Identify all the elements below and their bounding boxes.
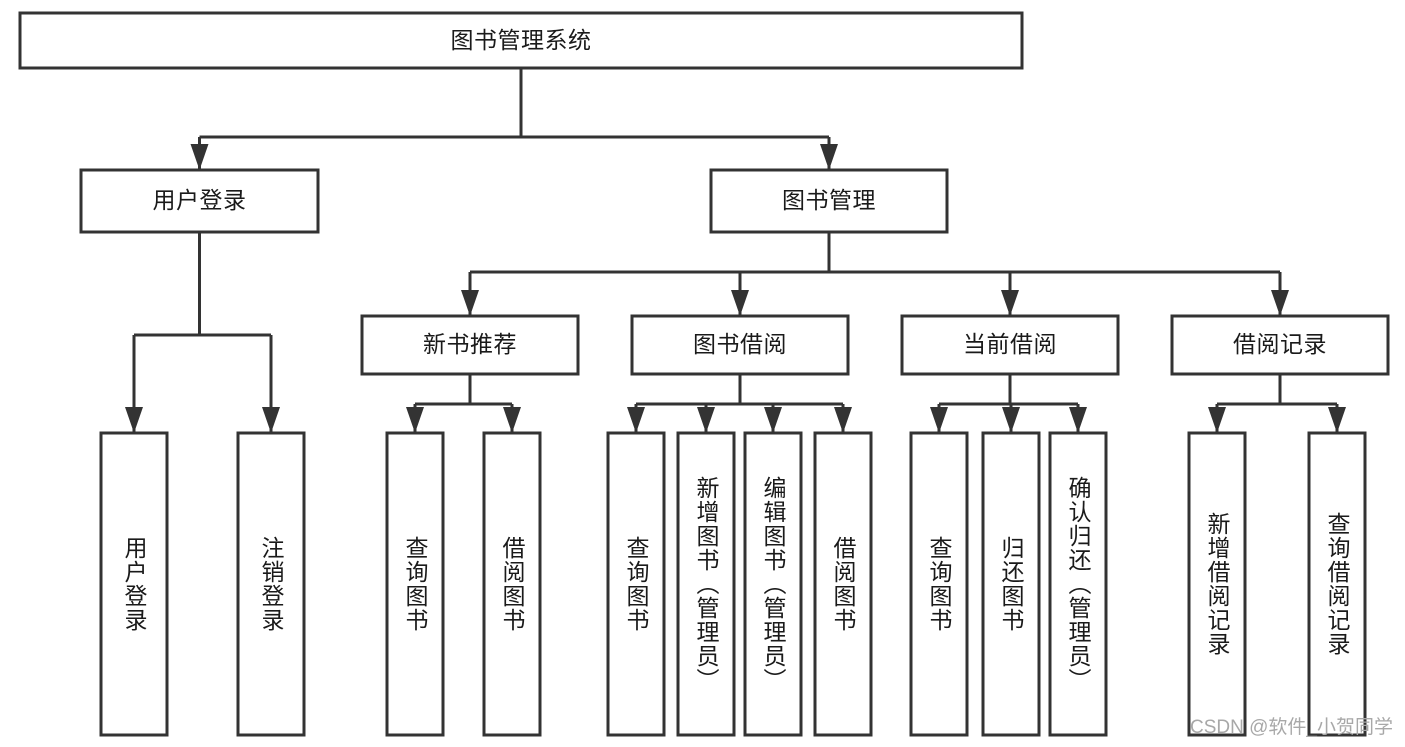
arrow-head-icon — [190, 144, 209, 170]
node-box-root[interactable] — [18, 11, 1024, 70]
arrow-head-icon — [1271, 290, 1289, 316]
arrow-head-icon — [1002, 407, 1020, 433]
arrow-head-icon — [1001, 290, 1019, 316]
arrow-head-icon — [1208, 407, 1226, 433]
arrow-head-icon — [1069, 407, 1087, 433]
arrow-head-icon — [503, 407, 521, 433]
node-box-leaf-11[interactable] — [1187, 431, 1247, 737]
node-box-leaf-2[interactable] — [385, 431, 445, 737]
node-box-leaf-6[interactable] — [743, 431, 803, 737]
arrow-head-icon — [406, 407, 424, 433]
node-box-leaf-3[interactable] — [482, 431, 542, 737]
arrow-head-icon — [764, 407, 782, 433]
node-box-leaf-10[interactable] — [1048, 431, 1108, 737]
arrow-head-icon — [461, 290, 479, 316]
arrow-head-icon — [262, 407, 280, 433]
node-box-leaf-0[interactable] — [99, 431, 169, 737]
connector-lines-layer — [125, 68, 1346, 433]
node-box-level3-0[interactable] — [360, 314, 580, 376]
node-boxes-layer — [18, 11, 1390, 737]
arrow-head-icon — [930, 407, 948, 433]
node-box-level3-1[interactable] — [630, 314, 850, 376]
node-box-level2-0[interactable] — [79, 168, 320, 234]
node-box-level2-1[interactable] — [709, 168, 949, 234]
node-box-leaf-1[interactable] — [236, 431, 306, 737]
node-box-level3-2[interactable] — [900, 314, 1120, 376]
arrow-head-icon — [697, 407, 715, 433]
node-box-leaf-4[interactable] — [606, 431, 666, 737]
arrow-head-icon — [820, 144, 838, 170]
arrow-head-icon — [834, 407, 852, 433]
node-box-leaf-8[interactable] — [909, 431, 969, 737]
node-box-leaf-12[interactable] — [1307, 431, 1367, 737]
node-box-leaf-5[interactable] — [676, 431, 736, 737]
arrow-head-icon — [1328, 407, 1346, 433]
node-box-leaf-9[interactable] — [981, 431, 1041, 737]
node-box-level3-3[interactable] — [1170, 314, 1390, 376]
arrow-head-icon — [731, 290, 749, 316]
arrow-head-icon — [627, 407, 645, 433]
node-box-leaf-7[interactable] — [813, 431, 873, 737]
arrow-head-icon — [125, 407, 143, 433]
